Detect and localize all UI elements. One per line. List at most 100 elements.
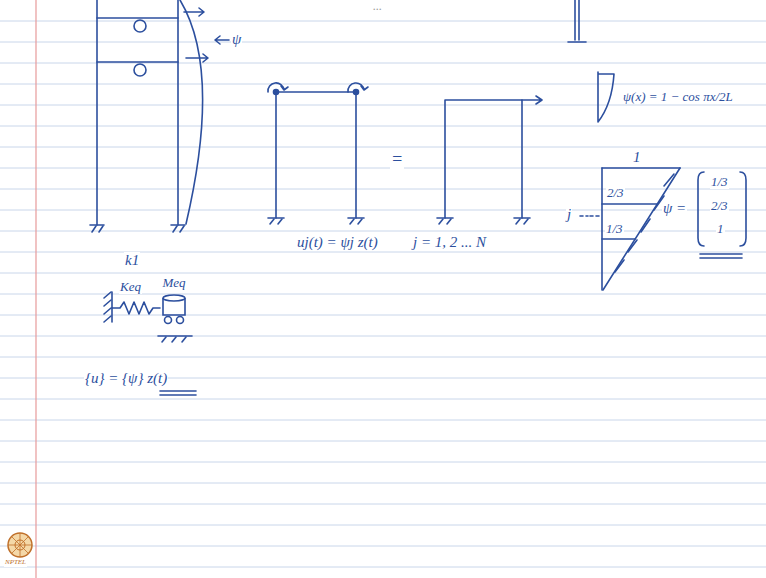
portal-frame xyxy=(524,219,528,224)
underline xyxy=(160,394,196,396)
handwritten-note: 1/3 xyxy=(710,175,729,189)
page-marker: ... xyxy=(372,0,383,13)
ruled-line xyxy=(0,483,766,484)
portal-frame xyxy=(358,219,362,224)
portal-frame xyxy=(274,90,279,95)
ruled-line xyxy=(0,357,766,358)
ruled-line xyxy=(0,420,766,421)
portal-frame xyxy=(522,96,542,104)
ruled-line xyxy=(0,294,766,295)
triangular-mode-shape xyxy=(590,215,600,217)
portal-frame xyxy=(439,219,443,224)
underline xyxy=(160,391,196,395)
ruled-line xyxy=(0,462,766,463)
vector-brace xyxy=(700,253,742,255)
spring-wall xyxy=(104,308,111,314)
portal-frame xyxy=(437,96,542,224)
vector-brace xyxy=(698,172,704,246)
ruled-line xyxy=(0,63,766,64)
portal-frame xyxy=(276,92,356,218)
building-frame xyxy=(171,224,185,226)
ground-hatch xyxy=(162,337,166,342)
handwritten-note: 2/3 xyxy=(710,199,729,213)
triangular-mode-shape xyxy=(664,174,674,186)
mass-block: Meq xyxy=(158,276,190,325)
spring-wall xyxy=(104,316,111,322)
handwritten-note: uj(t) = ψj z(t) xyxy=(296,234,379,251)
triangular-mode-shape xyxy=(602,167,680,169)
handwritten-note: {u} = {ψ} z(t) xyxy=(84,370,168,387)
ruled-line xyxy=(0,336,766,337)
ruled-line xyxy=(0,21,766,567)
ruled-line xyxy=(0,567,766,568)
cantilever-post xyxy=(578,0,580,40)
mode-shape-curve xyxy=(186,54,208,62)
mode-shape-curve xyxy=(184,8,204,16)
building-frame xyxy=(134,64,146,76)
ruled-line xyxy=(0,273,766,274)
building-frame xyxy=(96,0,98,225)
ruled-line xyxy=(0,441,766,442)
logo-text: NPTEL xyxy=(4,559,27,567)
spring-symbol xyxy=(112,302,160,314)
wheel-symbol xyxy=(177,317,184,324)
building-frame xyxy=(92,226,96,232)
handwritten-note: 1 xyxy=(632,149,642,166)
handwritten-note: 2/3 xyxy=(606,186,625,200)
ground-hatch xyxy=(158,335,192,337)
ground-hatch xyxy=(158,336,192,342)
ruled-line xyxy=(0,399,766,400)
triangular-mode-shape xyxy=(602,203,657,205)
ruled-line xyxy=(0,525,766,526)
spring-wall xyxy=(104,292,111,298)
underline xyxy=(160,390,196,392)
cantilever-post xyxy=(574,0,576,40)
handwritten-note: Keq xyxy=(119,280,142,294)
triangular-mode-shape xyxy=(580,215,588,217)
building-frame xyxy=(97,17,178,19)
building-frame xyxy=(97,61,178,63)
ground-hatch xyxy=(182,337,186,342)
building-frame xyxy=(173,226,177,232)
ground-hatch xyxy=(172,337,176,342)
ruled-line xyxy=(0,504,766,505)
wheel-symbol xyxy=(165,317,172,324)
vector-brace xyxy=(700,257,742,259)
spring-wall xyxy=(104,292,112,322)
cantilever-post xyxy=(568,41,586,43)
spring-wall xyxy=(111,292,113,322)
ruled-line xyxy=(0,231,766,232)
portal-frame xyxy=(516,219,520,224)
building-frame xyxy=(90,0,185,232)
mode-shape-curve xyxy=(215,36,229,44)
ruled-line xyxy=(0,105,766,106)
margin-line xyxy=(35,0,36,578)
ruled-line xyxy=(0,84,766,85)
mass-symbol xyxy=(163,295,185,324)
triangular-mode-shape xyxy=(628,240,637,252)
ruled-line xyxy=(0,21,766,22)
triangular-mode-shape xyxy=(602,238,635,240)
building-frame xyxy=(180,226,184,232)
vector-brace xyxy=(698,172,746,258)
ruled-line xyxy=(0,210,766,211)
ruled-line xyxy=(0,168,766,169)
portal-frame xyxy=(445,100,522,218)
mass-label: Meq xyxy=(158,276,190,290)
nptel-logo xyxy=(8,533,32,557)
triangular-mode-shape xyxy=(603,168,680,290)
handwritten-note: j = 1, 2 ... N xyxy=(412,234,487,251)
portal-frame xyxy=(350,219,354,224)
handwritten-note: 1 xyxy=(716,222,725,236)
shape-function-curve xyxy=(598,72,614,122)
ruled-line xyxy=(0,126,766,127)
vector-brace xyxy=(740,172,746,246)
building-frame xyxy=(134,20,146,32)
handwritten-note: ψ xyxy=(231,31,242,48)
handwritten-note: ψ(x) = 1 − cos πx/2L xyxy=(622,90,734,104)
nptel-logo xyxy=(8,533,32,557)
portal-frame xyxy=(447,219,451,224)
portal-frame xyxy=(278,219,282,224)
